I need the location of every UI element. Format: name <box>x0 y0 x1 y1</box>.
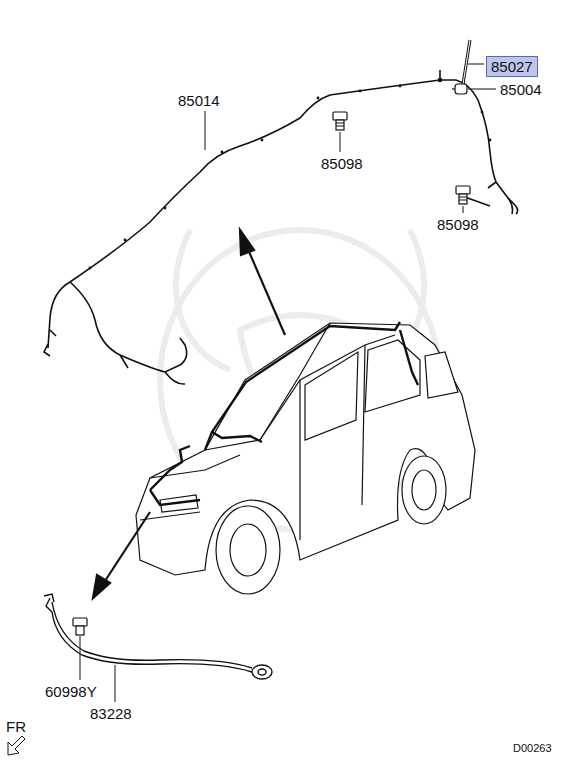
pointer-arrow <box>93 230 285 598</box>
highlighted-part-number: 85027 <box>486 56 538 77</box>
roof-harness <box>44 70 518 384</box>
bolt <box>73 618 87 635</box>
direction-label: FR <box>6 718 26 735</box>
harness-clips <box>89 85 492 270</box>
callout-number: 85098 <box>321 155 363 172</box>
drawing-code: D00263 <box>513 742 552 755</box>
callout-number: 83228 <box>90 705 132 722</box>
antenna <box>452 40 470 94</box>
car-body <box>136 323 475 594</box>
callout-number: 85014 <box>178 92 220 109</box>
car-harness <box>150 322 418 505</box>
callout-number: 85098 <box>437 216 479 233</box>
ground-cable <box>44 594 272 679</box>
front-arrow <box>8 736 25 755</box>
callout-number: 85004 <box>500 81 542 98</box>
leader-lines <box>80 64 496 702</box>
callout-number: 60998Y <box>45 683 97 700</box>
callout-number: 85027 <box>491 58 533 75</box>
